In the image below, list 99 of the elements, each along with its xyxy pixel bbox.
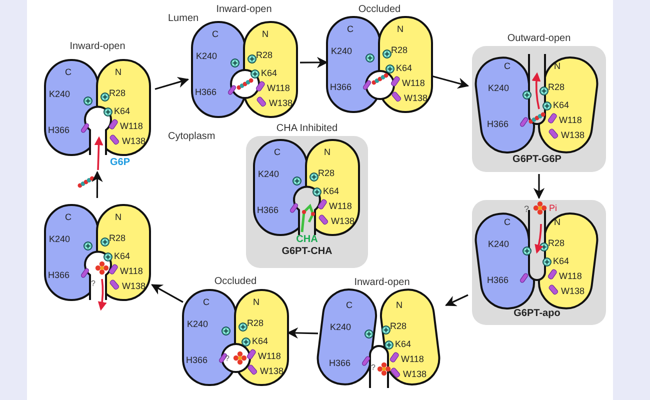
ligand-label: G6P [110, 158, 130, 168]
residue-label: H366 [487, 120, 509, 129]
arrow [432, 75, 470, 89]
residue-label: W138 [404, 94, 428, 103]
domain-label: N [554, 62, 560, 71]
state-label: Inward-open [216, 5, 272, 15]
residue-label: W118 [329, 202, 352, 211]
residue-label: K240 [187, 320, 208, 329]
residue-label: H366 [257, 206, 279, 215]
residue-label: W138 [122, 137, 146, 146]
residue-label: W138 [561, 287, 585, 296]
residue-label: K64 [553, 257, 570, 266]
domain-label: C [347, 25, 354, 34]
residue-label: K64 [396, 64, 412, 73]
question-mark: ? [225, 355, 230, 363]
residue-label: H366 [48, 126, 70, 135]
residue-label: R28 [390, 322, 407, 331]
residue-label: W118 [267, 84, 290, 93]
domain-label: C [274, 148, 280, 157]
domain-label: C [212, 30, 218, 39]
arrow [154, 76, 190, 90]
residue-label: R28 [256, 51, 273, 60]
arrow [533, 174, 545, 200]
residue-label: W118 [401, 355, 424, 364]
residue-label: H366 [195, 88, 217, 97]
domain-label: N [396, 301, 402, 310]
residue-label: K64 [323, 187, 340, 196]
domain-label: C [203, 298, 210, 307]
question-mark: ? [524, 205, 530, 214]
residue-label: H366 [48, 271, 70, 280]
residue-label: K64 [252, 337, 268, 346]
residue-label: K240 [330, 323, 352, 332]
residue-label: W138 [269, 99, 293, 108]
residue-label: K64 [553, 101, 570, 110]
residue-label: K240 [49, 235, 70, 244]
residue-label: W138 [260, 367, 284, 376]
residue-label: R28 [109, 234, 126, 243]
residue-label: K240 [49, 90, 70, 99]
residue-label: K64 [114, 252, 130, 261]
domain-label: C [504, 62, 510, 71]
residue-label: R28 [391, 46, 408, 55]
state-label: Occluded [358, 5, 401, 15]
region-label: Cytoplasm [168, 132, 216, 142]
ligand-label: Pi [549, 204, 558, 213]
domain-label: N [262, 30, 268, 39]
domain-label: C [504, 218, 510, 227]
residue-label: R28 [548, 239, 565, 248]
domain-label: N [115, 213, 122, 222]
arrow [286, 327, 318, 339]
residue-label: W138 [403, 370, 427, 379]
residue-label: K240 [196, 52, 218, 61]
residue-label: K240 [258, 170, 280, 179]
complex-label: G6PT-apo [514, 309, 560, 319]
residue-label: K64 [261, 69, 278, 78]
complex-label: G6PT-G6P [512, 155, 562, 165]
residue-label: R28 [109, 89, 126, 98]
residue-label: K64 [114, 107, 130, 116]
residue-label: W138 [122, 282, 146, 291]
ligand-label: CHA [296, 235, 318, 245]
state-label: CHA Inhibited [276, 124, 338, 134]
residue-label: K240 [331, 47, 352, 56]
residue-label: H366 [329, 359, 351, 368]
domain-label: C [65, 213, 72, 222]
residue-label: H366 [487, 276, 509, 285]
residue-label: H366 [186, 356, 208, 365]
question-mark: ? [91, 280, 96, 288]
residue-label: W138 [561, 131, 585, 140]
domain-label: N [554, 218, 560, 227]
residue-label: W118 [258, 352, 281, 361]
residue-label: W118 [120, 122, 143, 131]
domain-label: N [397, 25, 404, 34]
residue-label: W118 [120, 267, 143, 276]
residue-label: K240 [488, 240, 510, 249]
residue-label: R28 [548, 83, 565, 92]
state-label: Occluded [214, 277, 257, 287]
residue-label: R28 [247, 319, 264, 328]
state-label: Inward-open [354, 278, 410, 288]
residue-label: R28 [318, 169, 335, 178]
residue-label: W138 [331, 217, 355, 226]
complex-label: G6PT-CHA [282, 247, 332, 257]
question-mark: ? [371, 364, 376, 372]
domain-label: N [115, 68, 122, 77]
arrow [444, 294, 468, 306]
domain-label: N [324, 148, 330, 157]
residue-label: H366 [330, 83, 352, 92]
domain-label: C [65, 68, 72, 77]
residue-label: W118 [559, 272, 582, 281]
domain-label: C [346, 301, 352, 310]
residue-label: W118 [402, 79, 425, 88]
region-label: Lumen [168, 14, 199, 24]
arrow [92, 170, 103, 198]
arrow [300, 56, 328, 68]
residue-label: W118 [559, 116, 582, 125]
residue-label: K240 [488, 84, 510, 93]
arrow [151, 284, 184, 303]
state-label: Inward-open [70, 42, 126, 52]
residue-label: K64 [395, 340, 412, 349]
state-label: Outward-open [507, 34, 571, 44]
domain-label: N [253, 298, 260, 307]
